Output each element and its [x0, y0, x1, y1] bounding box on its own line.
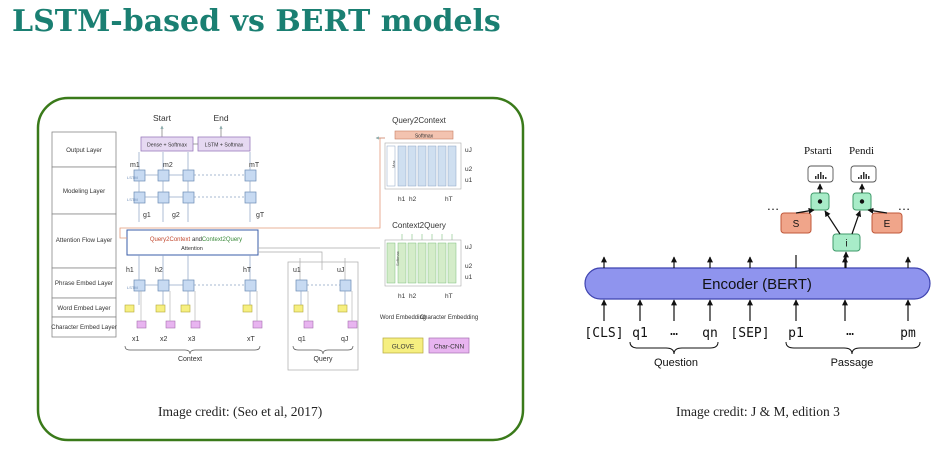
- credit-left: Image credit: (Seo et al, 2017): [158, 404, 323, 419]
- token-dots: …: [846, 324, 854, 339]
- lstm-tag: LSTM: [127, 175, 138, 180]
- q2c-title: Query2Context: [392, 116, 447, 125]
- panel-u: u2: [465, 166, 473, 173]
- q-label: q1: [298, 336, 306, 343]
- query-label: Query: [313, 356, 333, 363]
- bidaf-frame: [36, 96, 525, 442]
- charcnn-box: [428, 337, 470, 354]
- attention-box: [126, 229, 259, 256]
- layer-phrase: Phrase Embed Layer: [55, 280, 113, 287]
- lstm-softmax-label: LSTM + Softmax: [205, 143, 244, 149]
- q2c-softmax: Softmax: [415, 134, 434, 140]
- token-dots: …: [670, 324, 678, 339]
- q2c-softmax-bar: [394, 130, 454, 140]
- dense-softmax-label: Dense + Softmax: [147, 143, 187, 149]
- panel-h: h1: [398, 196, 406, 203]
- legend-word: Word Embedding: [380, 315, 426, 321]
- end-label: End: [213, 113, 228, 123]
- glove-box: [382, 337, 424, 354]
- h-label: h2: [155, 267, 163, 274]
- x-label: x3: [188, 336, 196, 343]
- panel-u: u2: [465, 263, 473, 270]
- g-label: g2: [172, 212, 180, 219]
- token-p1: p1: [788, 326, 804, 341]
- lstm-tag: LSTM: [127, 197, 138, 202]
- pstart-label: Pstarti: [804, 145, 832, 157]
- s-label: S: [793, 219, 800, 230]
- attention-q2c: Query2Context: [150, 237, 191, 243]
- glove-label: GLOVE: [392, 344, 415, 351]
- panel-h: h1: [398, 293, 406, 300]
- h-label: hT: [243, 267, 252, 274]
- question-brace: [629, 341, 719, 355]
- m-label: m2: [163, 162, 173, 169]
- token-pm: pm: [900, 326, 916, 341]
- token-qn: qn: [702, 326, 718, 341]
- passage-brace: [785, 341, 921, 355]
- m-label: m1: [130, 162, 140, 169]
- i-node: [832, 233, 861, 252]
- x-label: x2: [160, 336, 168, 343]
- panel-h: hT: [445, 196, 453, 203]
- x-label: xT: [247, 336, 256, 343]
- u-label: u1: [293, 267, 301, 274]
- panel-u: uJ: [465, 244, 472, 251]
- q2c-max: Max: [391, 160, 396, 168]
- context-label: Context: [178, 356, 202, 363]
- legend-char: Character Embedding: [420, 315, 478, 321]
- query-frame: [287, 261, 359, 371]
- dots-right: …: [898, 198, 911, 213]
- panel-h: h2: [409, 293, 417, 300]
- credit-right: Image credit: J & M, edition 3: [676, 404, 840, 419]
- dots-left: …: [767, 198, 780, 213]
- panel-u: u1: [465, 274, 473, 281]
- layer-word: Word Embed Layer: [57, 305, 110, 312]
- x-label: x1: [132, 336, 140, 343]
- panel-u: u1: [465, 177, 473, 184]
- layer-labels: Output Layer Modeling Layer Attention Fl…: [51, 131, 117, 338]
- layer-char: Character Embed Layer: [51, 324, 117, 331]
- charcnn-label: Char-CNN: [434, 344, 465, 351]
- question-label: Question: [654, 357, 698, 369]
- start-label: Start: [153, 113, 172, 123]
- passage-label: Passage: [831, 357, 874, 369]
- query-brace: [292, 345, 354, 355]
- modeling-cells: [133, 169, 257, 204]
- m-label: mT: [249, 162, 260, 169]
- bert-diagram: Encoder (BERT) i S: [584, 145, 931, 369]
- token-cls: [CLS]: [584, 326, 623, 341]
- e-label: E: [884, 219, 891, 230]
- slide-title: LSTM-based vs BERT models: [12, 4, 501, 39]
- c2q-softmax: Softmax: [395, 251, 400, 266]
- h-label: h1: [126, 267, 134, 274]
- context-brace: [124, 345, 261, 355]
- layer-attention: Attention Flow Layer: [56, 237, 112, 244]
- attention-and: and: [192, 237, 202, 243]
- layer-modeling: Modeling Layer: [63, 188, 105, 195]
- token-sep: [SEP]: [730, 326, 769, 341]
- attention-c2q: Context2Query: [202, 237, 242, 243]
- pend-label: Pendi: [849, 145, 874, 157]
- c2q-title: Context2Query: [392, 221, 446, 230]
- layer-output: Output Layer: [66, 147, 102, 154]
- encoder-label: Encoder (BERT): [702, 276, 812, 293]
- bidaf-diagram: Output Layer Modeling Layer Attention Fl…: [36, 96, 525, 442]
- attention-label: Attention: [181, 246, 203, 252]
- g-label: gT: [256, 212, 265, 219]
- g-label: g1: [143, 212, 151, 219]
- panel-h: hT: [445, 293, 453, 300]
- i-label: i: [845, 239, 847, 250]
- q-label: qJ: [341, 336, 348, 343]
- lstm-tag: LSTM: [127, 285, 138, 290]
- token-q1: q1: [632, 326, 648, 341]
- panel-h: h2: [409, 196, 417, 203]
- encoder-box: [584, 267, 931, 300]
- u-label: uJ: [337, 267, 344, 274]
- panel-u: uJ: [465, 147, 472, 154]
